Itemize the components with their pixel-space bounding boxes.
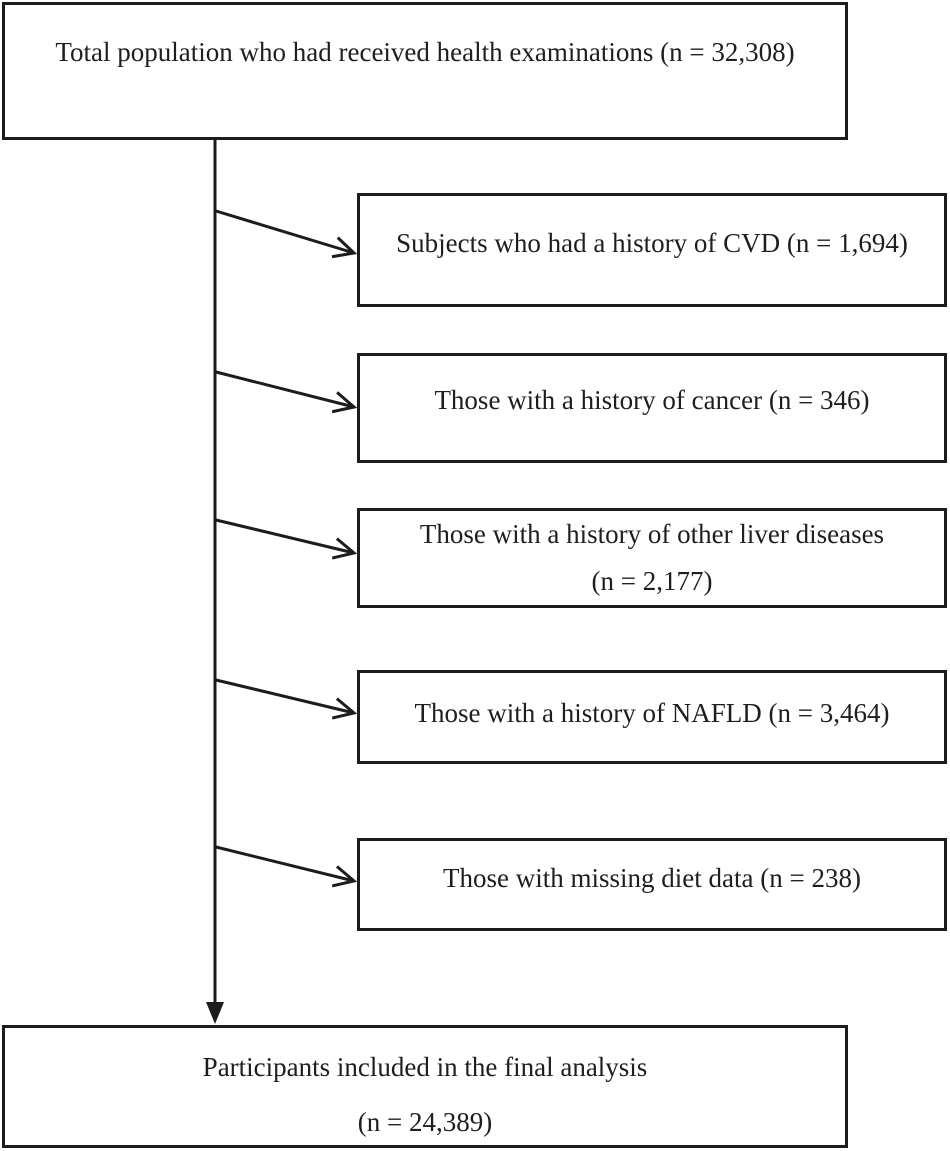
- box-exclusion-cvd-label: Subjects who had a history of CVD (n = 1…: [396, 228, 908, 259]
- box-total-population: Total population who had received health…: [2, 2, 848, 140]
- box-exclusion-cancer: Those with a history of cancer (n = 346): [357, 353, 947, 463]
- box-final-analysis-label-line1: Participants included in the final analy…: [202, 1052, 648, 1083]
- box-exclusion-missing-diet-data: Those with missing diet data (n = 238): [357, 838, 947, 931]
- arrow-to-cancer: [215, 370, 358, 414]
- box-exclusion-nafld: Those with a history of NAFLD (n = 3,464…: [357, 670, 947, 764]
- box-final-analysis-label-line2: (n = 24,389): [357, 1106, 493, 1137]
- box-exclusion-cancer-label: Those with a history of cancer (n = 346): [434, 385, 870, 416]
- box-exclusion-other-liver-diseases: Those with a history of other liver dise…: [357, 508, 947, 608]
- arrow-to-liver: [215, 518, 358, 560]
- trunk-arrowhead-icon: [206, 1002, 224, 1024]
- box-exclusion-cvd: Subjects who had a history of CVD (n = 1…: [357, 193, 947, 307]
- arrow-to-cvd: [215, 209, 358, 259]
- arrow-to-nafld: [215, 678, 358, 720]
- box-exclusion-other-liver-diseases-label-line2: (n = 2,177): [591, 566, 713, 596]
- box-exclusion-nafld-label: Those with a history of NAFLD (n = 3,464…: [414, 698, 890, 729]
- box-exclusion-other-liver-diseases-label-line1: Those with a history of other liver dise…: [419, 518, 885, 549]
- box-exclusion-missing-diet-data-label: Those with missing diet data (n = 238): [443, 862, 861, 893]
- box-total-population-label: Total population who had received health…: [55, 37, 795, 68]
- arrow-to-diet: [215, 845, 358, 888]
- box-final-analysis: Participants included in the final analy…: [2, 1025, 848, 1148]
